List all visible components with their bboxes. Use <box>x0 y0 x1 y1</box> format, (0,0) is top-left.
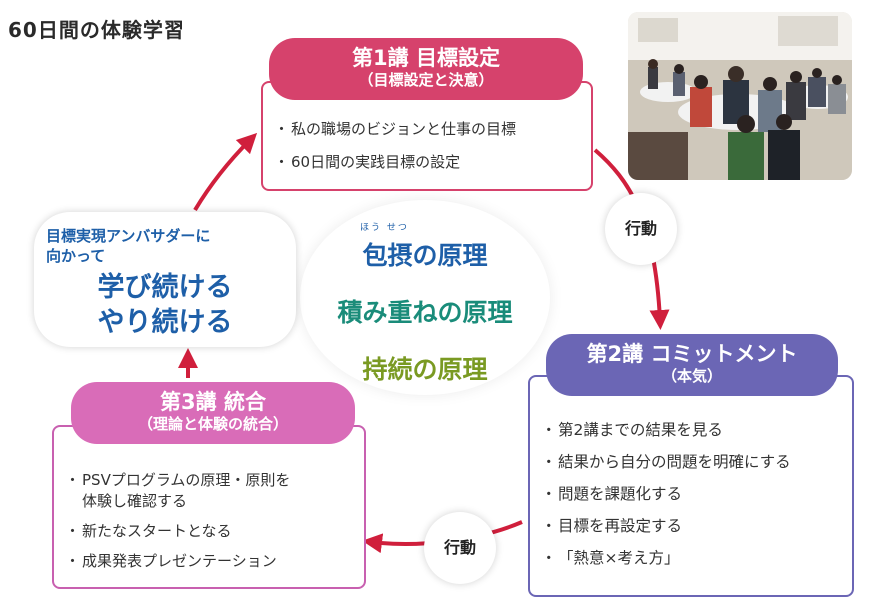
list-item: 目標を再設定する <box>541 516 791 537</box>
lecture3-card: 第3講 統合 （理論と体験の統合） PSVプログラムの原理・原則を 体験し確認す… <box>52 382 366 589</box>
lecture3-title: 第3講 統合 <box>160 390 266 414</box>
lecture1-title: 第1講 目標設定 <box>352 46 500 70</box>
principle-accumulation: 積み重ねの原理 <box>337 298 513 327</box>
principle-continuity: 持続の原理 <box>362 355 488 384</box>
lecture3-bullets: PSVプログラムの原理・原則を 体験し確認する 新たなスタートとなる 成果発表プ… <box>65 470 290 581</box>
lecture3-header: 第3講 統合 （理論と体験の統合） <box>71 382 355 444</box>
list-item: 60日間の実践目標の設定 <box>274 152 516 173</box>
lecture1-header: 第1講 目標設定 （目標設定と決意） <box>269 38 583 100</box>
ambassador-caption: 目標実現アンバサダーに 向かって <box>46 227 211 265</box>
list-item: 成果発表プレゼンテーション <box>65 551 290 572</box>
action-badge-2: 行動 <box>424 512 496 584</box>
lecture2-card: 第2講 コミットメント （本気） 第2講までの結果を見る 結果から自分の問題を明… <box>528 334 854 597</box>
seminar-photo <box>628 12 852 180</box>
list-item: 「熱意×考え方」 <box>541 548 791 569</box>
lecture2-bullets: 第2講までの結果を見る 結果から自分の問題を明確にする 問題を課題化する 目標を… <box>541 420 791 580</box>
lecture3-subtitle: （理論と体験の統合） <box>137 415 288 433</box>
lecture2-header: 第2講 コミットメント （本気） <box>546 334 838 396</box>
lecture2-title: 第2講 コミットメント <box>586 342 798 366</box>
list-item: PSVプログラムの原理・原則を 体験し確認する <box>65 470 290 512</box>
lecture1-subtitle: （目標設定と決意） <box>358 71 494 89</box>
arrow-ambassador-to-card1 <box>193 132 258 212</box>
list-item: 第2講までの結果を見る <box>541 420 791 441</box>
lecture2-subtitle: （本気） <box>661 367 722 385</box>
list-item: 新たなスタートとなる <box>65 521 290 542</box>
list-item: 結果から自分の問題を明確にする <box>541 452 791 473</box>
lecture1-bullets: 私の職場のビジョンと仕事の目標 60日間の実践目標の設定 <box>274 119 516 185</box>
action-badge-1: 行動 <box>605 193 677 265</box>
principle-ruby: ほう せつ <box>360 223 409 233</box>
principle-inclusion: 包摂の原理 <box>362 241 488 270</box>
page-title: 60日間の体験学習 <box>8 18 185 42</box>
ambassador-slogan: 学び続ける やり続ける <box>97 272 233 338</box>
list-item: 問題を課題化する <box>541 484 791 505</box>
ambassador-box: 目標実現アンバサダーに 向かって 学び続ける やり続ける <box>34 212 296 347</box>
seminar-photo-illustration <box>628 12 852 180</box>
lecture1-card: 第1講 目標設定 （目標設定と決意） 私の職場のビジョンと仕事の目標 60日間の… <box>261 38 593 191</box>
list-item: 私の職場のビジョンと仕事の目標 <box>274 119 516 140</box>
principles-circle: ほう せつ 包摂の原理 積み重ねの原理 持続の原理 <box>300 200 550 395</box>
